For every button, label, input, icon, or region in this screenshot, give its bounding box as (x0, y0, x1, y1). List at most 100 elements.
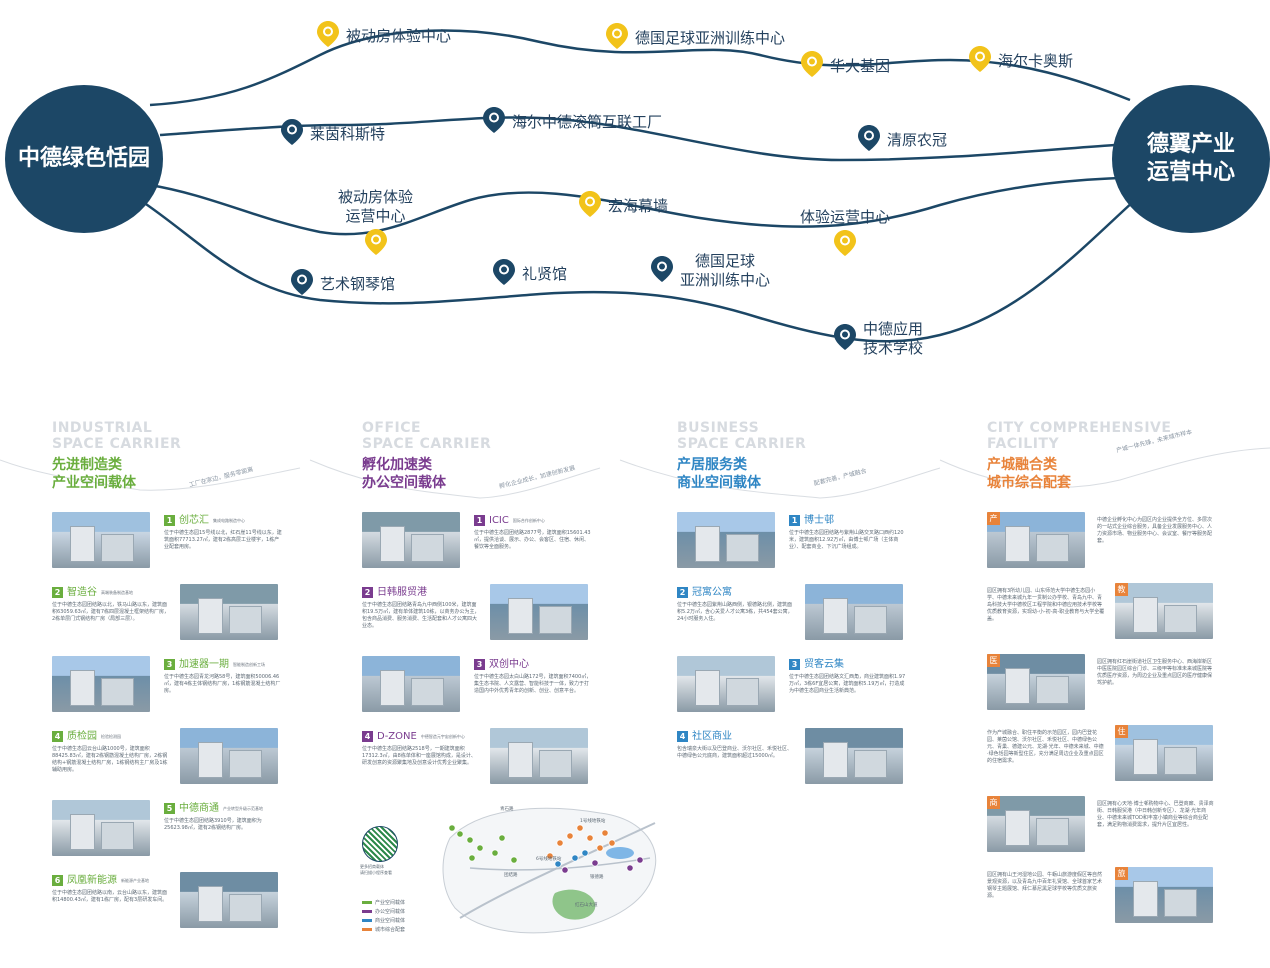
map-marker[interactable] (468, 854, 476, 862)
map-road-label: 红石山大道 (575, 901, 598, 908)
map-marker[interactable] (554, 860, 562, 868)
carrier-name: 质检园 (67, 731, 97, 742)
carrier-entry[interactable]: 旅园区拥有山王河湿地公园、牛蛎山旅游度假区等自然景观资源，以及青岛九中百年礼贤馆… (987, 867, 1215, 927)
map-marker[interactable] (576, 824, 584, 832)
map-marker[interactable] (466, 836, 474, 844)
route-stop[interactable]: 被动房体验中心 (316, 20, 451, 52)
legend-swatch (362, 928, 372, 931)
carrier-description: 包含瑞泉大街以及巴登商业、沃尔社区、禾悦社区、中德绿色公元底商，建筑面积超过15… (677, 746, 793, 759)
map-marker[interactable] (601, 829, 609, 837)
route-stop[interactable]: 莱茵科斯特 (280, 118, 385, 150)
qr-caption-line2: 请扫描小程序查看 (360, 870, 392, 875)
map-marker[interactable] (581, 849, 589, 857)
entry-number-badge: 4 (677, 731, 688, 742)
carrier-photo: 旅 (1115, 867, 1213, 923)
carrier-name: 中德商通 (179, 803, 219, 814)
carrier-description: 位于中德生态园团结路以南，云台山路以东，建筑面积14800.43㎡，建有1栋厂房… (52, 890, 168, 903)
carrier-subtitle: 检验检测园 (101, 734, 121, 739)
carrier-name: ICIC (489, 515, 509, 526)
map-road-label: 6号线地铁站 (536, 855, 562, 862)
category-tag: 住 (1115, 725, 1128, 738)
map-marker[interactable] (556, 839, 564, 847)
panel-decor-lines (0, 447, 1270, 499)
hub-left: 中德绿色恬园 (5, 85, 163, 233)
carrier-subtitle: 集成电路制造中心 (213, 518, 245, 523)
carrier-photo (180, 728, 278, 784)
carrier-name: 双创中心 (489, 659, 529, 670)
location-pin-icon (650, 255, 674, 287)
location-pin-icon (833, 323, 857, 355)
map-marker[interactable] (561, 866, 569, 874)
location-pin-icon (482, 106, 506, 138)
panel-cn-title: 产城融合类城市综合配套 (987, 457, 1071, 491)
route-stop[interactable]: 礼贤馆 (492, 258, 567, 290)
map-marker[interactable] (591, 859, 599, 867)
legend-label: 产业空间载体 (375, 900, 406, 906)
map-marker[interactable] (596, 844, 604, 852)
carrier-entry[interactable]: 商园区拥有心天地·博士邨购物中心、巴登商廊、贵泽商街、日韩服贸港（中日韩创新专区… (987, 796, 1215, 856)
map-marker[interactable] (636, 856, 644, 864)
carrier-photo (362, 656, 460, 712)
category-tag: 教 (1115, 583, 1128, 596)
map-marker[interactable] (626, 864, 634, 872)
carrier-description: 位于中德生态园云台山路1000号，建筑面积88425.83㎡，建有2栋钢筋混凝土… (52, 746, 168, 773)
legend-item: 城市综合配套 (362, 925, 405, 934)
carrier-entry[interactable]: 医园区拥有红石崖街道社区卫生服务中心、西海岸新区中医医院园区综合门诊、三级甲等标… (987, 654, 1215, 714)
carrier-photo: 教 (1115, 583, 1213, 639)
map-marker[interactable] (608, 839, 616, 847)
map-marker[interactable] (566, 832, 574, 840)
map-marker[interactable] (510, 856, 518, 864)
route-stop[interactable]: 海尔中德滚筒互联工厂 (482, 106, 662, 138)
hub-right-line1: 德翼产业 (1146, 132, 1235, 157)
route-stop[interactable]: 中德应用技术学校 (833, 320, 923, 358)
map-outline (442, 807, 657, 934)
route-stop[interactable]: 德国足球亚洲训练中心 (605, 22, 785, 54)
entry-number-badge: 1 (164, 515, 175, 526)
carrier-name: 社区商业 (692, 731, 732, 742)
route-stop[interactable]: 被动房体验运营中心 (338, 188, 413, 260)
route-stop[interactable]: 体验运营中心 (800, 208, 890, 261)
carrier-subtitle: 新能源产业基地 (121, 878, 149, 883)
map-marker[interactable] (491, 849, 499, 857)
route-stop[interactable]: 宏海幕墙 (578, 190, 668, 222)
route-stop[interactable]: 艺术钢琴馆 (290, 268, 395, 300)
map-marker[interactable] (586, 834, 594, 842)
route-stop[interactable]: 海尔卡奥斯 (968, 45, 1073, 77)
route-stop[interactable]: 华大基因 (800, 50, 890, 82)
map-marker[interactable] (498, 834, 506, 842)
carrier-description: 园区拥有3所幼儿园、山东师范大学中德生态园小学、中德未来城九年一贯制公办学校、青… (987, 588, 1105, 622)
map-marker[interactable] (546, 852, 554, 860)
carrier-entry[interactable]: 住作为产城融合、职住平衡的示范园区，园内巴登花园、莱茵公馆、沃尔社区、禾悦社区、… (987, 725, 1215, 785)
carrier-photo (490, 584, 588, 640)
route-stop[interactable]: 德国足球亚洲训练中心 (650, 252, 770, 290)
carrier-entry[interactable]: 产中德企业孵化中心为园区内企业提供全方位、多层次的一站式企业综合服务，具备企业发… (987, 512, 1215, 572)
route-stop[interactable]: 清原农冠 (857, 124, 947, 156)
map-marker[interactable] (448, 824, 456, 832)
route-stop-label: 海尔中德滚筒互联工厂 (512, 112, 663, 131)
park-map: 更多招商载体 请扫描小程序查看 产业空间载体办公空间载体商业空间载体城市综合配套… (360, 798, 662, 948)
map-marker[interactable] (456, 830, 464, 838)
location-pin-icon (605, 22, 629, 54)
map-marker[interactable] (476, 844, 484, 852)
carrier-entry[interactable]: 教园区拥有3所幼儿园、山东师范大学中德生态园小学、中德未来城九年一贯制公办学校、… (987, 583, 1215, 643)
carrier-name: 加速器一期 (179, 659, 229, 670)
carrier-entry[interactable]: 4 社区商业包含瑞泉大街以及巴登商业、沃尔社区、禾悦社区、中德绿色公元底商，建筑面… (677, 728, 905, 788)
map-marker[interactable] (571, 854, 579, 862)
qr-code[interactable] (362, 826, 398, 862)
